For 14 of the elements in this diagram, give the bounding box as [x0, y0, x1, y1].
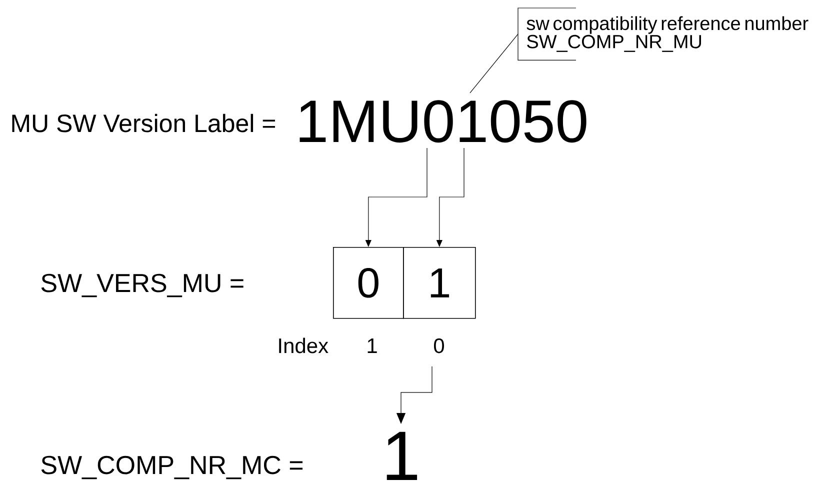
index-number: 1 [368, 338, 377, 353]
index-label: Index [279, 338, 328, 354]
version-number: 1MU01050 [300, 100, 586, 143]
callout-box: sw compatibility reference number SW_COMP_NR_MU [518, 8, 808, 60]
digit-cell: 0 [333, 247, 404, 319]
field-label: MU SW Version Label = [12, 114, 276, 132]
index-number: 0 [434, 338, 444, 354]
field-label: SW_VERS_MU = [41, 274, 244, 298]
arrow [365, 148, 428, 247]
leader-line [470, 34, 518, 94]
digit-cell: 1 [403, 247, 476, 319]
field-label: SW_COMP_NR_MC = [41, 456, 303, 480]
arrow [436, 148, 464, 247]
result-digit: 1 [386, 432, 418, 480]
